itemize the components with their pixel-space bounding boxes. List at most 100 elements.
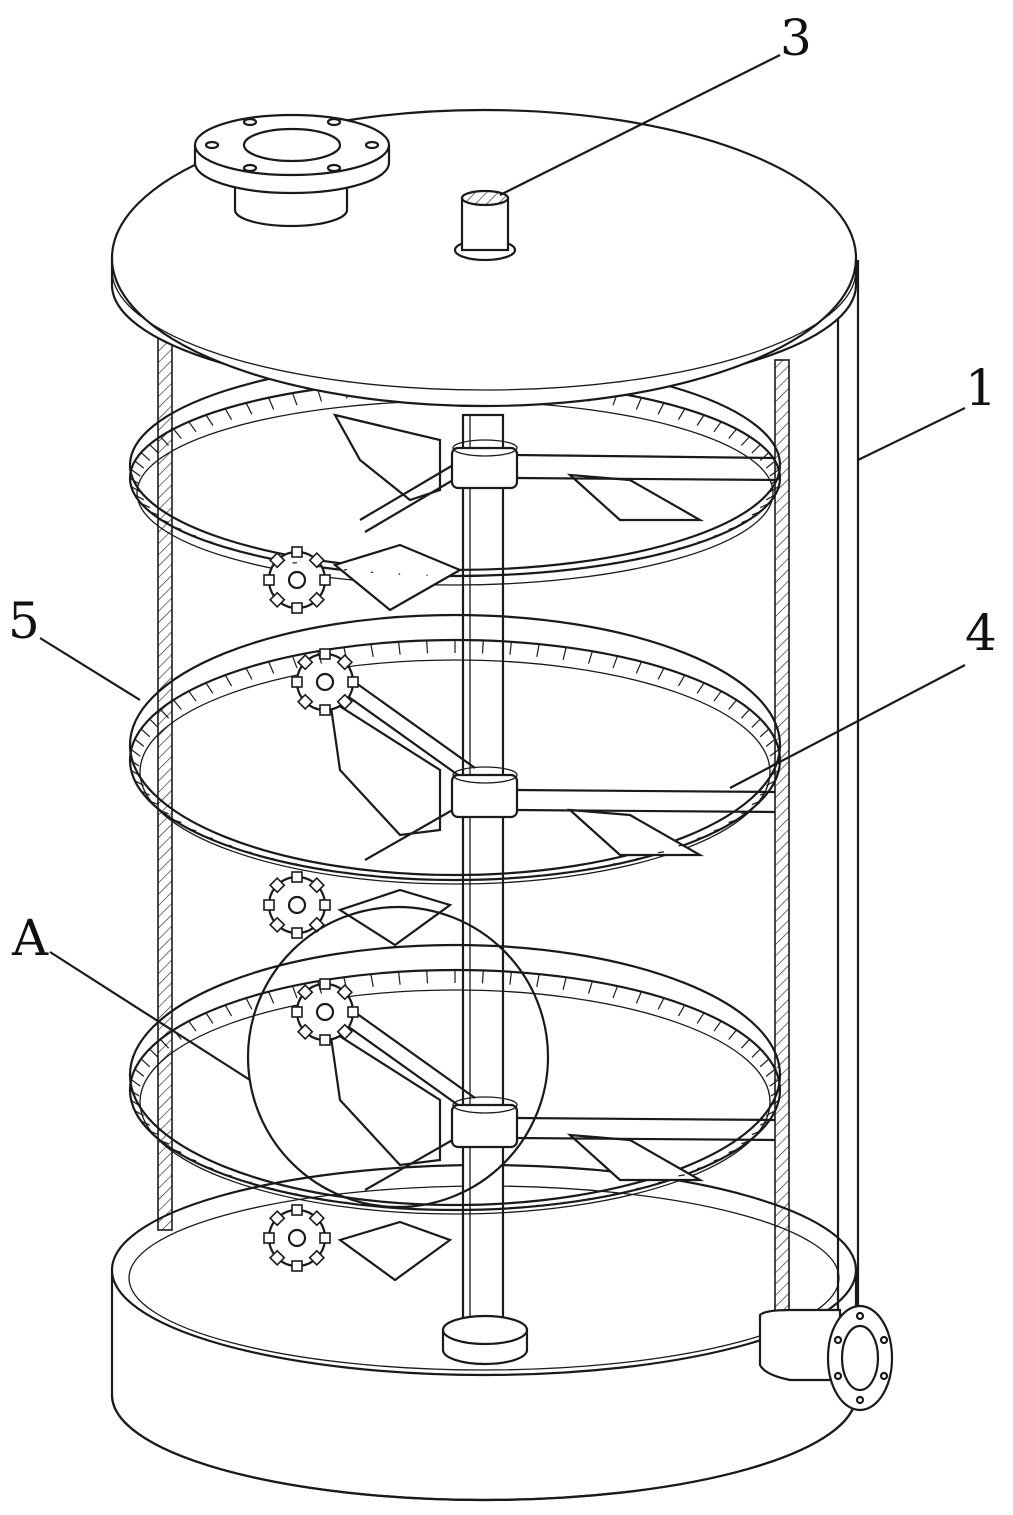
ring-tooth [751,510,761,516]
ring-tooth [291,392,298,406]
ring-tooth [130,1079,141,1087]
ring-tooth [713,690,722,702]
ring-tooth [268,661,275,674]
ring-tooth [562,1201,567,1204]
ring-tooth [398,971,401,985]
ring-tooth [173,699,182,710]
ring-tooth [370,973,374,988]
ring-tooth [759,1058,770,1068]
ring-tooth [149,1048,159,1058]
ring-tooth [740,708,751,719]
detail-circle-a [246,905,550,1209]
ring-tooth [536,874,540,877]
ring-tooth [149,1130,159,1136]
ring-tooth [765,1110,776,1117]
ring-tooth [770,477,781,485]
tank-wall-right [774,359,790,1321]
gear-tooth [336,693,354,711]
ring-tooth [370,571,374,574]
ring-tooth [728,1029,737,1040]
ring-tooth [159,1038,170,1049]
ring-tooth [188,1158,197,1162]
outer-pipe [836,260,860,1320]
ring-tooth [140,452,151,461]
gear-tooth [347,676,359,688]
ring-tooth [696,1012,705,1024]
ring-tooth [612,655,619,669]
ring-tooth [160,518,169,524]
ring-tooth [657,997,665,1010]
ring-tooth [134,1110,145,1117]
gear-tooth [268,876,286,894]
ring-tooth [426,574,428,576]
ring-tooth [268,991,275,1004]
ring-tooth [562,871,567,874]
ring-tooth [140,1120,151,1126]
ring-tooth [134,738,145,747]
ring-tooth [291,985,298,999]
ring-tooth [769,749,780,757]
label-detail-a: A [11,909,49,967]
ring-tooth [188,828,197,832]
ring-tooth [130,469,141,477]
gear-tooth [263,899,275,911]
ring-tooth [696,414,705,426]
ring-tooth [224,674,233,687]
ring-tooth [728,699,737,710]
gear-tooth [308,1209,326,1227]
ring-tooth [509,1206,512,1209]
ring-tooth [149,800,159,806]
ring-tooth [740,1038,751,1049]
ring-tooth [751,1048,761,1058]
ring-tooth [678,844,685,847]
ring-tooth [130,1099,141,1107]
ring-tooth [130,749,141,757]
ring-tooth [751,718,761,728]
ring-tooth [173,428,182,439]
ring-tooth [149,718,159,728]
gear-tooth [296,693,314,711]
ring-tooth [130,485,141,493]
ring-tooth [765,1068,776,1077]
ring-tooth [134,494,145,501]
ring-tooth [765,494,776,501]
gear-tooth [291,602,303,614]
label-part-4: 4 [965,604,997,662]
ring-tooth [129,759,140,767]
gear-tooth [268,1209,286,1227]
ring-tooth [246,851,252,854]
ring-tooth [343,871,348,874]
ring-tooth [173,1149,182,1154]
ring-tooth [134,1068,145,1077]
gear-tooth [296,1023,314,1041]
tank-wall-left [157,329,173,1231]
ring-tooth [536,973,540,988]
ring-tooth [713,1158,722,1162]
ring-tooth [658,851,664,854]
ring-tooth [759,1120,770,1126]
ring-tooth [140,1058,151,1068]
ring-tooth [398,641,401,655]
ring-tooth [612,985,619,999]
gear-tooth [308,551,326,569]
ring-tooth [769,1099,780,1107]
gear-tooth [268,551,286,569]
ring-tooth [246,1181,252,1184]
ring-tooth [188,690,197,702]
ring-tooth [751,1130,761,1136]
ring-tooth [426,970,429,984]
ring-tooth [769,769,780,777]
ring-tooth [129,1089,140,1097]
ring-tooth [159,436,170,446]
ring-tooth [426,1208,428,1210]
ring-tooth [149,510,159,516]
ring-tooth [482,1208,484,1210]
ring-tooth [129,477,140,485]
ring-tooth [224,1004,233,1017]
label-part-3: 3 [780,9,812,67]
ring-tooth [741,810,750,815]
outlet-flange [758,1304,894,1412]
ring-tooth [536,571,540,574]
ring-tooth [678,1174,685,1177]
leader-lines [39,54,966,1081]
